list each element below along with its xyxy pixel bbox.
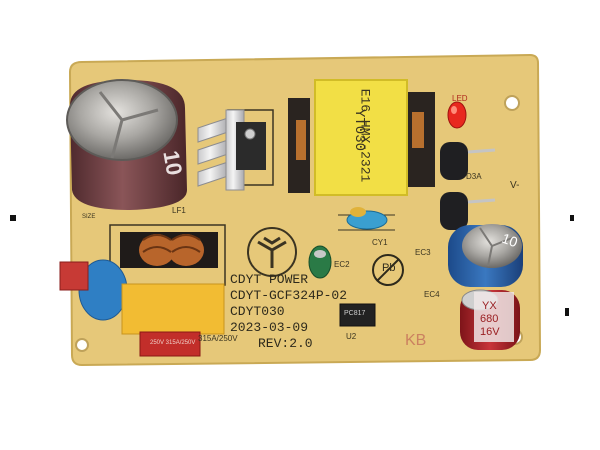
model-text: CDYT-GCF324P-02 bbox=[230, 288, 348, 303]
fuse bbox=[139, 331, 201, 357]
relay-print: 250V 315A/250V bbox=[150, 340, 196, 346]
mounting-hole bbox=[504, 95, 520, 111]
ec4-print-3: 16V bbox=[480, 326, 500, 338]
heatsink bbox=[197, 109, 266, 191]
logo-mark bbox=[247, 227, 297, 277]
ec4-print-1: YX bbox=[482, 300, 497, 312]
date-text: 2023-03-09 bbox=[230, 320, 309, 335]
small-capacitor bbox=[308, 245, 332, 279]
main-cap-label: 10 bbox=[158, 148, 188, 178]
optocoupler bbox=[339, 303, 376, 327]
capacitor-ec4 bbox=[460, 289, 520, 350]
mounting-hole bbox=[75, 338, 89, 352]
revision-text: REV:2.0 bbox=[258, 336, 313, 351]
common-mode-choke bbox=[120, 232, 218, 268]
label-d3a: D3A bbox=[466, 172, 482, 181]
red-varistor bbox=[59, 261, 89, 291]
label-pb: Pb bbox=[382, 262, 396, 274]
code-text: CDYT030 bbox=[230, 304, 285, 319]
transformer bbox=[288, 79, 435, 196]
label-optocoupler: PC817 bbox=[344, 310, 366, 317]
label-v-minus: V- bbox=[510, 180, 520, 191]
transformer-label-2: E16 HMX-2321 bbox=[357, 88, 373, 183]
brand-text: CDYT POWER bbox=[230, 272, 309, 287]
led bbox=[447, 101, 467, 129]
label-ec4: EC4 bbox=[424, 290, 440, 299]
pb-symbol bbox=[372, 254, 404, 286]
label-led: LED bbox=[452, 94, 468, 103]
diode bbox=[440, 142, 496, 230]
ec4-print-2: 680 bbox=[480, 313, 499, 325]
small-print: SIZE bbox=[82, 214, 96, 220]
label-cy1: CY1 bbox=[372, 238, 388, 247]
label-fuse: 315A/250V bbox=[198, 334, 238, 343]
capacitor-ec3 bbox=[448, 224, 523, 287]
label-u2: U2 bbox=[346, 332, 357, 341]
label-ec3: EC3 bbox=[415, 248, 431, 257]
corner-mark: KB bbox=[405, 332, 427, 349]
yellow-capacitor bbox=[121, 283, 225, 335]
label-lf1: LF1 bbox=[172, 206, 186, 215]
label-ec2: EC2 bbox=[334, 260, 350, 269]
